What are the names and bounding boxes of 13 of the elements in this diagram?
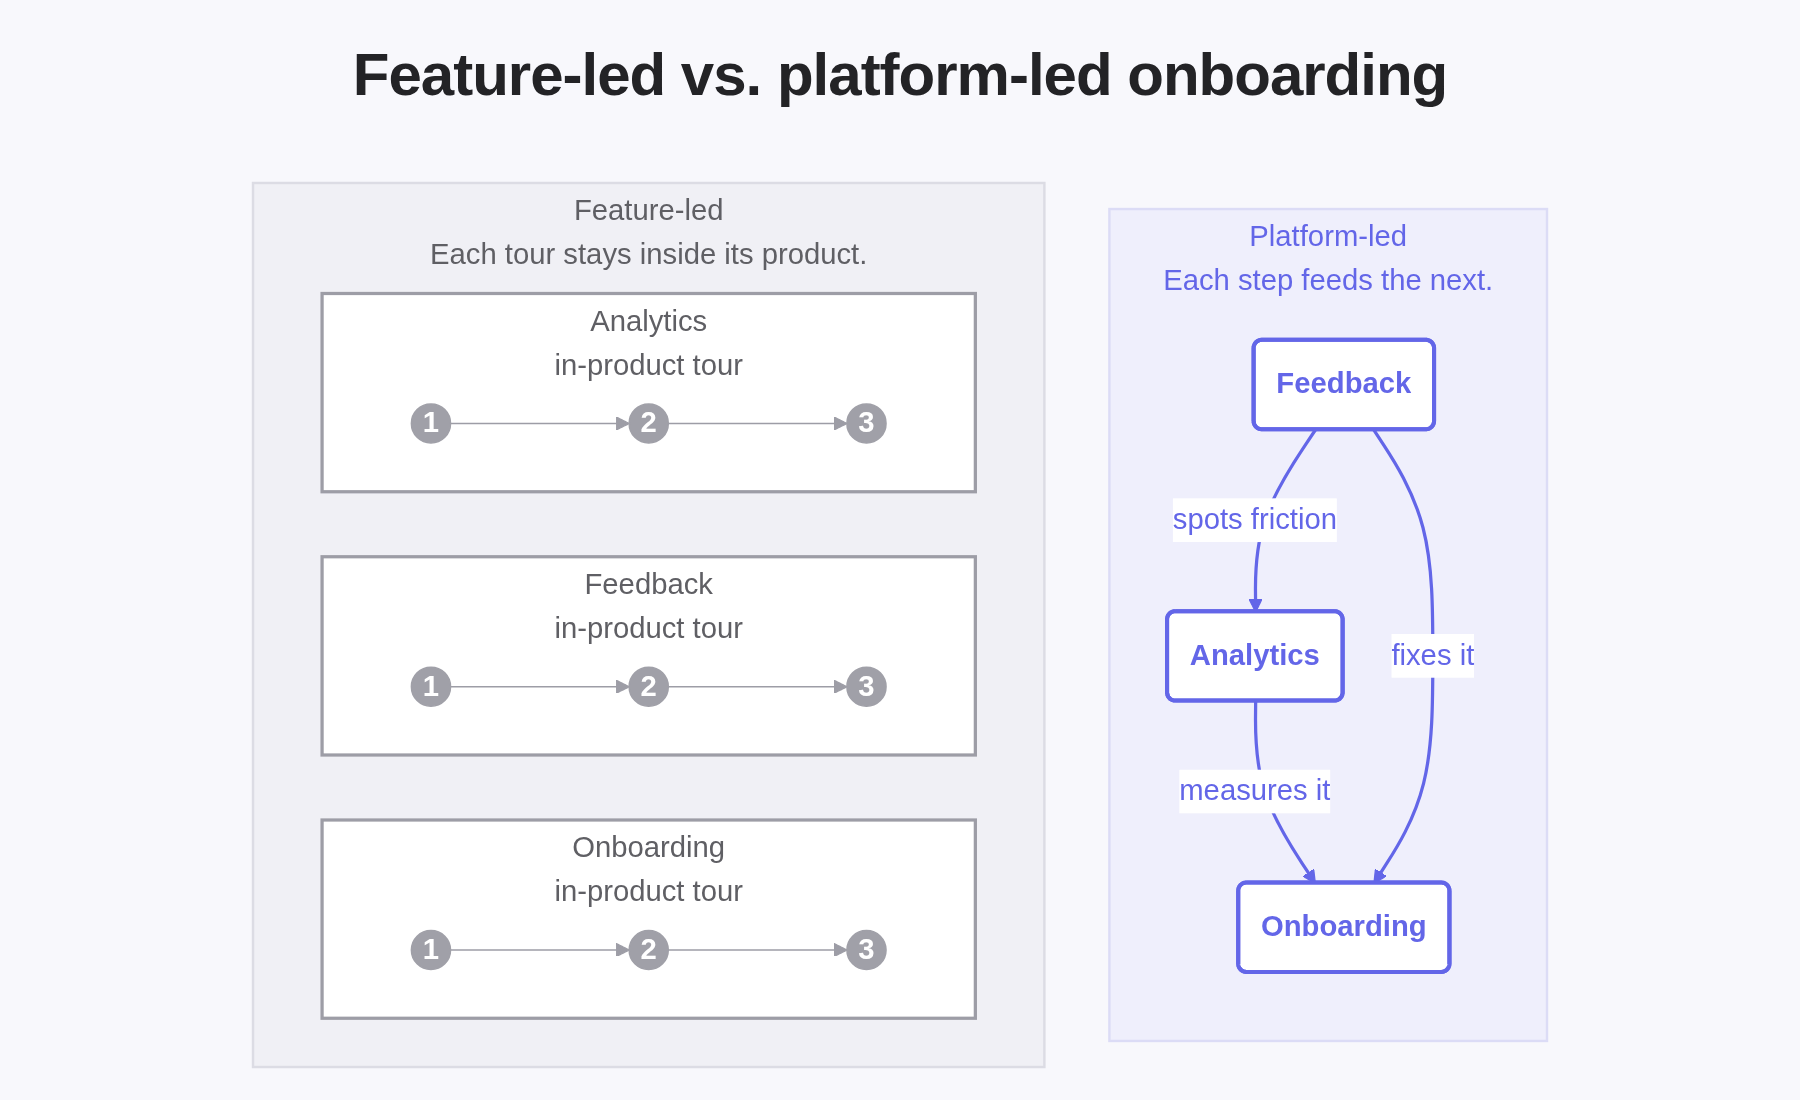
node-circle: 2	[628, 929, 670, 971]
node-circle: 3	[846, 929, 887, 971]
node-circle: 3	[846, 666, 887, 708]
edge-label: fixes it	[1391, 638, 1475, 672]
node-circle: 1	[410, 929, 452, 971]
node-circle: 2	[628, 403, 670, 444]
node-circle: 1	[410, 666, 452, 708]
edge-label: measures it	[1179, 774, 1331, 807]
node-circle: 3	[846, 403, 887, 444]
node-circle: 1	[410, 403, 452, 444]
edge-label: spots friction	[1172, 503, 1337, 536]
node-circle: 2	[628, 666, 670, 708]
diagram-title: Feature-led vs. platform-led onboarding	[351, 40, 1449, 110]
